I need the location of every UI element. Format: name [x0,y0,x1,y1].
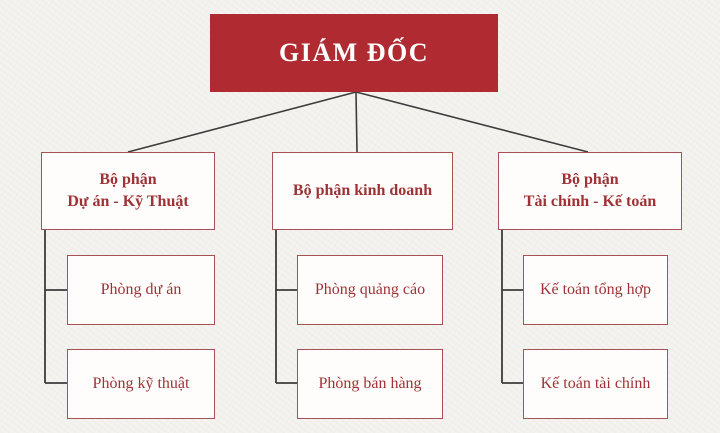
unit-technical-room-box: Phòng kỹ thuật [67,349,215,419]
unit-sales-room-box: Phòng bán hàng [297,349,443,419]
dept-finance-accounting-box: Bộ phận Tài chính - Kế toán [498,152,682,230]
dept-business-box: Bộ phận kinh doanh [272,152,453,230]
unit-label: Phòng dự án [100,281,182,298]
dept-label-line: Bộ phận kinh doanh [292,182,433,200]
unit-label: Phòng quảng cáo [314,281,426,298]
dept-label-line: Bộ phận [561,171,619,189]
unit-financial-accounting-box: Kế toán tài chính [523,349,668,419]
unit-label: Kế toán tổng hợp [539,281,652,298]
dept-label-line: Tài chính - Kế toán [523,193,657,210]
director-box: GIÁM ĐỐC [210,14,498,92]
unit-general-accounting-box: Kế toán tổng hợp [523,255,668,325]
director-label: GIÁM ĐỐC [279,38,429,67]
unit-label: Phòng kỹ thuật [92,375,190,392]
unit-project-room-box: Phòng dự án [67,255,215,325]
unit-label: Kế toán tài chính [540,375,651,392]
dept-label-line: Bộ phận [99,171,157,189]
unit-label: Phòng bán hàng [318,375,422,392]
dept-label-line: Dự án - Kỹ Thuật [67,193,189,210]
dept-project-technical-box: Bộ phận Dự án - Kỹ Thuật [41,152,215,230]
unit-advertising-room-box: Phòng quảng cáo [297,255,443,325]
